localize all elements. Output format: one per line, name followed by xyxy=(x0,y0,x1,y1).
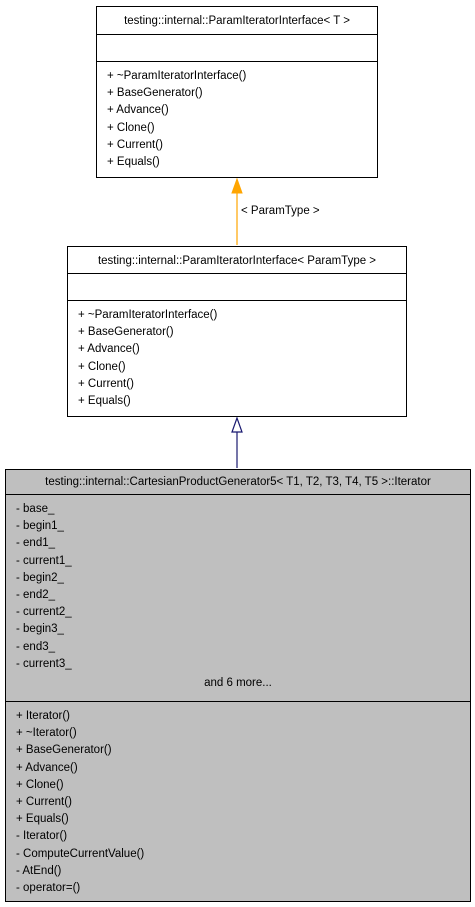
attribute-item: - begin1_ xyxy=(16,520,64,533)
attributes-section xyxy=(68,273,406,300)
class-title: testing::internal::CartesianProductGener… xyxy=(45,476,431,488)
method-item: + Clone() xyxy=(78,360,126,373)
method-item: + ~ParamIteratorInterface() xyxy=(78,309,218,321)
method-item: + Current() xyxy=(16,796,72,809)
attribute-item: - begin3_ xyxy=(16,623,64,636)
template-edge-label: < ParamType > xyxy=(241,205,320,217)
methods-section: + Iterator() + ~Iterator() + BaseGenerator… xyxy=(6,701,470,897)
method-item: + BaseGenerator() xyxy=(16,744,112,757)
method-item: + Equals() xyxy=(78,395,131,408)
attribute-item: - base_ xyxy=(16,503,55,515)
method-item: + Clone() xyxy=(107,121,155,134)
attribute-item: - end1_ xyxy=(16,537,56,550)
method-item: - ComputeCurrentValue() xyxy=(16,847,145,860)
attribute-item: - current2_ xyxy=(16,606,72,619)
class-box-cartesian-product-iterator: testing::internal::CartesianProductGener… xyxy=(5,469,471,902)
methods-section: + ~ParamIteratorInterface() + BaseGenerat… xyxy=(68,300,406,410)
method-item: + Current() xyxy=(107,138,163,151)
attribute-item: - end2_ xyxy=(16,589,56,602)
method-item: + Clone() xyxy=(16,778,64,791)
method-item: + Advance() xyxy=(16,761,78,774)
method-item: + Advance() xyxy=(78,343,140,356)
attribute-item: - begin2_ xyxy=(16,571,64,584)
class-box-param-iterator-interface-t: testing::internal::ParamIteratorInterfac… xyxy=(96,6,378,178)
template-edge-arrowhead xyxy=(231,177,243,194)
method-item: + Advance() xyxy=(107,104,169,117)
attribute-item: - current3_ xyxy=(16,657,72,670)
method-item: + Equals() xyxy=(107,156,160,169)
class-title: testing::internal::ParamIteratorInterfac… xyxy=(97,255,377,267)
method-item: + Iterator() xyxy=(16,710,71,722)
more-attributes-label: and 6 more... xyxy=(204,677,272,690)
attribute-item: - current1_ xyxy=(16,554,72,567)
method-item: + ~ParamIteratorInterface() xyxy=(107,70,247,82)
attributes-section xyxy=(97,34,377,61)
attributes-section: - base_ - begin1_ - end1_ - current1_ - begi… xyxy=(6,494,470,701)
attributes-list: - base_ - begin1_ - end1_ - current1_ - begi… xyxy=(6,495,470,673)
method-item: + BaseGenerator() xyxy=(107,87,203,100)
method-item: + Current() xyxy=(78,377,134,390)
attribute-item: - end3_ xyxy=(16,640,56,653)
class-title: testing::internal::ParamIteratorInterfac… xyxy=(124,15,350,27)
method-item: - AtEnd() xyxy=(16,864,62,877)
class-box-param-iterator-interface-paramtype: testing::internal::ParamIteratorInterfac… xyxy=(67,246,407,417)
method-item: + ~Iterator() xyxy=(16,727,77,740)
method-item: - Iterator() xyxy=(16,830,68,843)
method-item: + Equals() xyxy=(16,813,69,826)
methods-section: + ~ParamIteratorInterface() + BaseGenerat… xyxy=(97,61,377,171)
inheritance-edge-arrowhead xyxy=(231,416,243,433)
method-item: - operator=() xyxy=(16,882,81,895)
method-item: + BaseGenerator() xyxy=(78,326,174,339)
